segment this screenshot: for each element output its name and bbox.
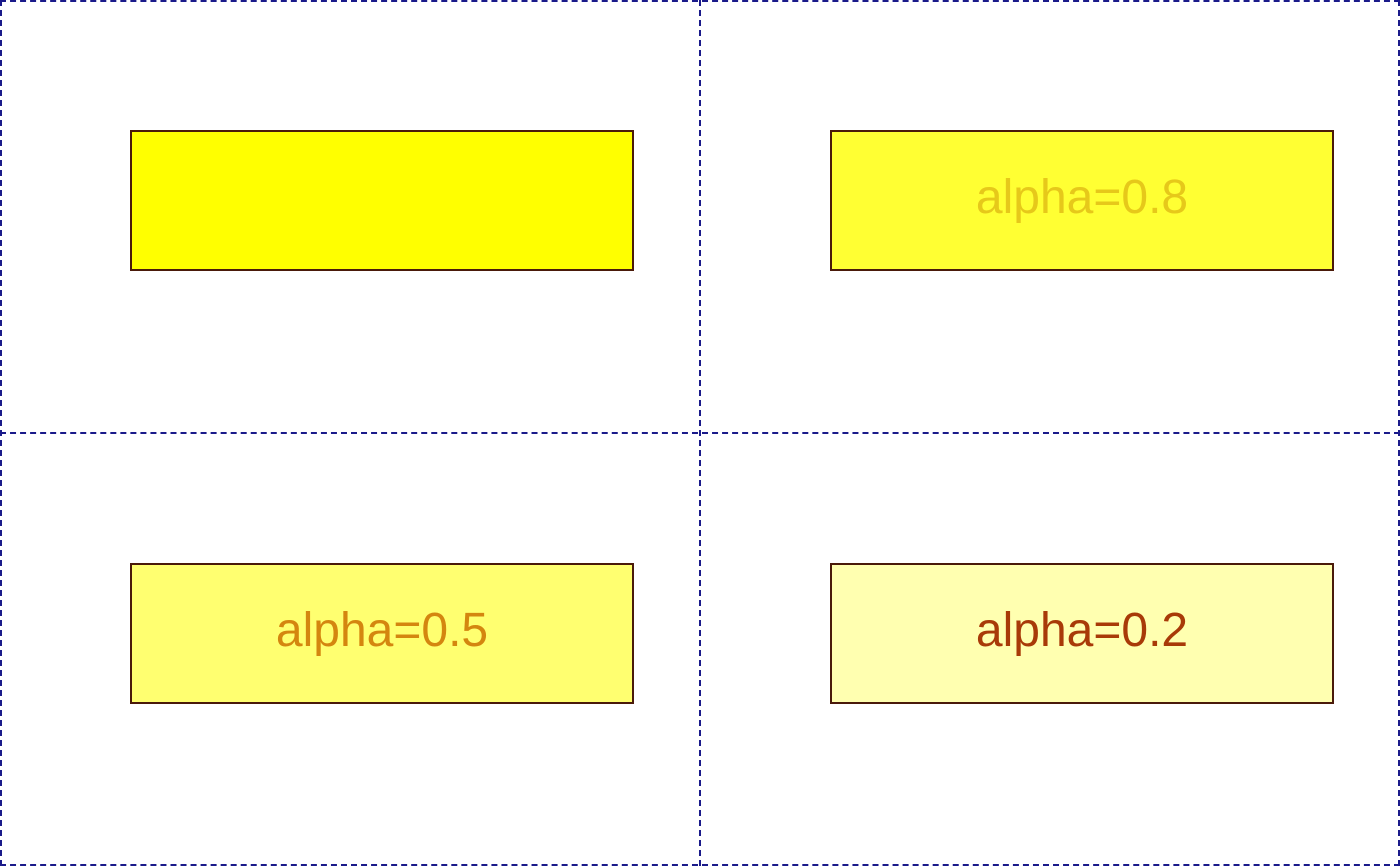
yellow-box-opaque bbox=[130, 130, 634, 271]
panel-top-left bbox=[0, 0, 700, 433]
yellow-box-alpha-0-2: alpha=0.2 bbox=[830, 563, 1334, 704]
panel-top-right: alpha=0.8 bbox=[700, 0, 1400, 433]
panel-bottom-right: alpha=0.2 bbox=[700, 433, 1400, 866]
box-label: alpha=0.2 bbox=[975, 603, 1189, 657]
panel-bottom-left: alpha=0.5 bbox=[0, 433, 700, 866]
yellow-box-alpha-0-5: alpha=0.5 bbox=[130, 563, 634, 704]
box-label: alpha=0.8 bbox=[975, 170, 1189, 224]
yellow-box-alpha-0-8: alpha=0.8 bbox=[830, 130, 1334, 271]
box-label: alpha=0.5 bbox=[275, 603, 489, 657]
